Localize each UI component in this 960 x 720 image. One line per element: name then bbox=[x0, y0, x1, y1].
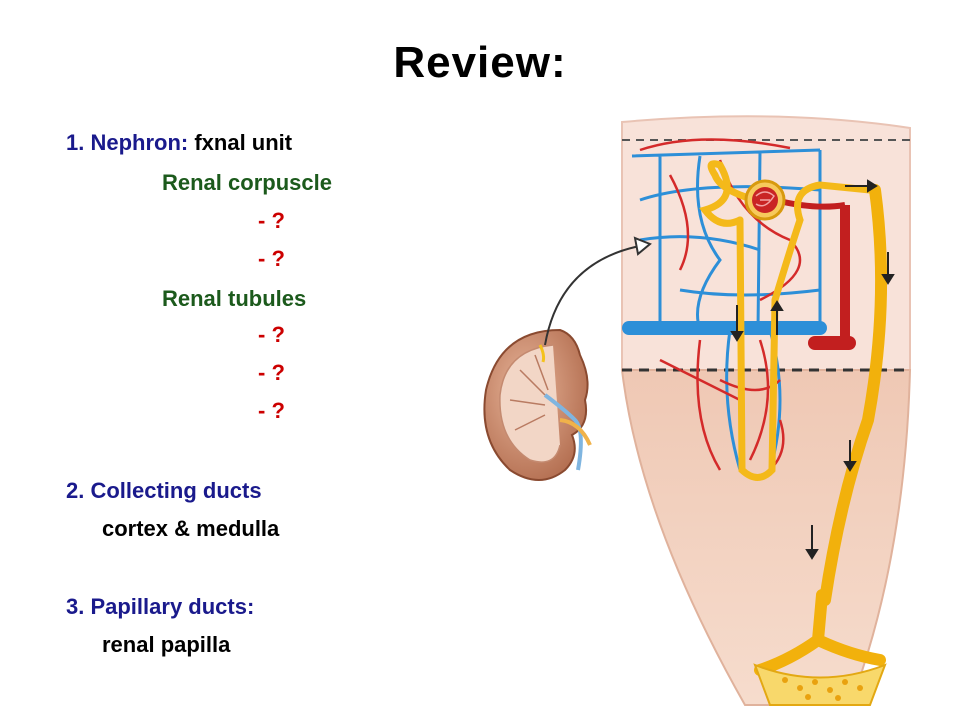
renal-corpuscle-label: Renal corpuscle bbox=[162, 170, 332, 195]
outline-item-nephron: 1. Nephron: fxnal unit bbox=[66, 130, 292, 156]
renal-cortex-region bbox=[621, 115, 911, 371]
slide-title: Review: bbox=[393, 38, 567, 87]
papillary-ducts-label: 3. Papillary ducts: bbox=[66, 594, 255, 619]
papillary-duct bbox=[754, 589, 886, 676]
collecting-ducts-label: 2. Collecting ducts bbox=[66, 478, 262, 503]
papillary-pores bbox=[782, 677, 863, 701]
zoom-callout-arrow bbox=[544, 244, 646, 346]
tubules-question-2: - ? bbox=[258, 360, 285, 385]
kidney-icon bbox=[483, 328, 592, 481]
collecting-duct bbox=[819, 184, 888, 606]
nephron-label: 1. Nephron: bbox=[66, 130, 195, 155]
corpuscle-question-1: - ? bbox=[258, 208, 285, 233]
zoom-callout-arrowhead bbox=[633, 236, 652, 256]
corpuscle-question-2: - ? bbox=[258, 246, 285, 271]
renal-tubules-label: Renal tubules bbox=[162, 286, 307, 311]
nephron-definition: fxnal unit bbox=[194, 130, 293, 155]
renal-papilla-tip bbox=[753, 663, 887, 706]
papillary-ducts-location: renal papilla bbox=[102, 632, 231, 657]
arcuate-artery bbox=[808, 336, 856, 350]
tubules-question-3: - ? bbox=[258, 398, 285, 423]
arcuate-vein bbox=[622, 321, 827, 335]
nephron-tubules bbox=[699, 160, 874, 481]
nephron-illustration bbox=[483, 115, 912, 706]
glomerular-capillary-loops bbox=[755, 191, 775, 207]
tubules-question-1: - ? bbox=[258, 322, 285, 347]
flow-arrows bbox=[730, 179, 895, 560]
collecting-ducts-location: cortex & medulla bbox=[102, 516, 280, 541]
